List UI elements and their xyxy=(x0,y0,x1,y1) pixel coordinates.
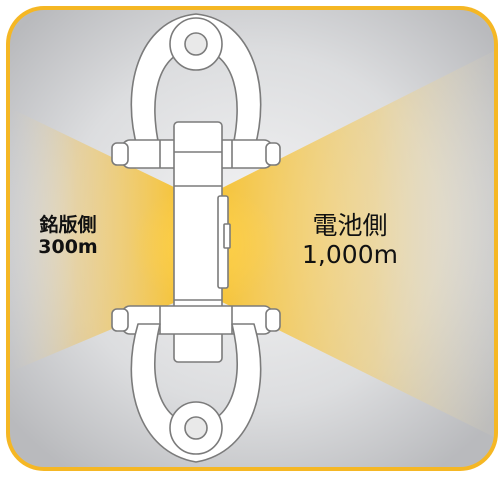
nameplate-side-title: 銘版側 xyxy=(39,214,97,236)
battery-side-range: 1,000m xyxy=(302,239,398,269)
nameplate-side-label: 銘版側 300m xyxy=(20,214,116,259)
battery-side-title: 電池側 xyxy=(312,211,388,240)
battery-side-beam xyxy=(222,48,494,440)
load-cell-shackle-icon xyxy=(111,13,281,463)
nameplate-side-range: 300m xyxy=(38,235,98,258)
battery-side-label: 電池側 1,000m xyxy=(280,211,420,270)
